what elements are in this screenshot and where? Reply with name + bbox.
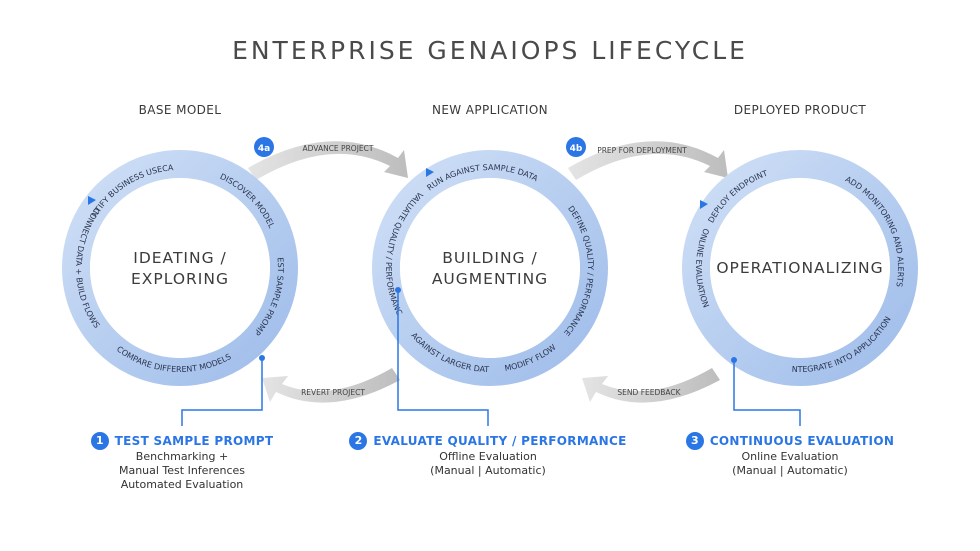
ring-start-marker-icon bbox=[426, 168, 434, 177]
connector-arrows bbox=[248, 141, 728, 403]
center-line: IDEATING / bbox=[133, 249, 227, 267]
page-title: ENTERPRISE GENAIOPS LIFECYCLE bbox=[232, 36, 748, 65]
callout-line-2 bbox=[397, 290, 489, 426]
column-heading-base-model: BASE MODEL bbox=[138, 103, 222, 117]
connector-labels: ADVANCE PROJECT PREP FOR DEPLOYMENT REVE… bbox=[301, 144, 687, 397]
step-title: CONTINUOUS EVALUATION bbox=[709, 434, 895, 448]
step-detail: Automated Evaluation bbox=[120, 478, 244, 491]
step-title: EVALUATE QUALITY / PERFORMANCE bbox=[373, 434, 627, 448]
step-number-badge: 1 bbox=[90, 432, 109, 450]
center-line: BUILDING / bbox=[442, 249, 538, 267]
ring-deployed-product bbox=[682, 150, 918, 386]
send-feedback-label: SEND FEEDBACK bbox=[617, 388, 681, 397]
ring-new-application bbox=[372, 150, 608, 386]
step-number-badge: 2 bbox=[349, 432, 368, 450]
callout-line-3 bbox=[733, 360, 801, 426]
step-detail: (Manual | Automatic) bbox=[732, 464, 848, 477]
center-label-building: BUILDING / AUGMENTING bbox=[390, 248, 590, 290]
revert-project-label: REVERT PROJECT bbox=[301, 388, 365, 397]
advance-project-label: ADVANCE PROJECT bbox=[303, 144, 374, 153]
step-3-callout: 3 CONTINUOUS EVALUATION Online Evaluatio… bbox=[620, 432, 960, 478]
callout-endpoints bbox=[259, 287, 737, 363]
step-2-callout: 2 EVALUATE QUALITY / PERFORMANCE Offline… bbox=[318, 432, 658, 478]
center-label-ideating: IDEATING / EXPLORING bbox=[80, 248, 280, 290]
step-number-badge: 3 bbox=[685, 432, 704, 450]
send-feedback-arrow bbox=[582, 368, 720, 403]
svg-text:4b: 4b bbox=[570, 144, 583, 154]
center-line: EXPLORING bbox=[131, 270, 229, 288]
svg-text:4a: 4a bbox=[258, 144, 270, 154]
callout-lines bbox=[181, 290, 801, 426]
step-detail: Online Evaluation bbox=[741, 450, 839, 463]
step-detail: (Manual | Automatic) bbox=[430, 464, 546, 477]
ring-base-model bbox=[62, 150, 298, 386]
step-1-callout: 1 TEST SAMPLE PROMPT Benchmarking + Manu… bbox=[12, 432, 352, 492]
advance-project-arrow bbox=[248, 141, 408, 180]
ring-start-marker-icon bbox=[88, 196, 96, 205]
column-heading-new-application: NEW APPLICATION bbox=[431, 103, 549, 117]
ring-start-marker-icon bbox=[700, 200, 708, 209]
badge-4a: 4a bbox=[254, 137, 274, 157]
column-heading-deployed-product: DEPLOYED PRODUCT bbox=[733, 103, 867, 117]
callout-line-1 bbox=[181, 358, 263, 426]
center-line: OPERATIONALIZING bbox=[716, 259, 884, 277]
badge-4b: 4b bbox=[566, 137, 586, 157]
step-detail: Offline Evaluation bbox=[439, 450, 537, 463]
prep-deployment-label: PREP FOR DEPLOYMENT bbox=[597, 146, 687, 155]
center-line: AUGMENTING bbox=[431, 270, 549, 288]
prep-deployment-arrow bbox=[568, 141, 728, 180]
step-title: TEST SAMPLE PROMPT bbox=[114, 434, 274, 448]
center-label-operationalizing: OPERATIONALIZING bbox=[700, 258, 900, 279]
step-detail: Manual Test Inferences bbox=[118, 464, 246, 477]
step-detail: Benchmarking + bbox=[135, 450, 229, 463]
revert-project-arrow bbox=[262, 368, 400, 403]
